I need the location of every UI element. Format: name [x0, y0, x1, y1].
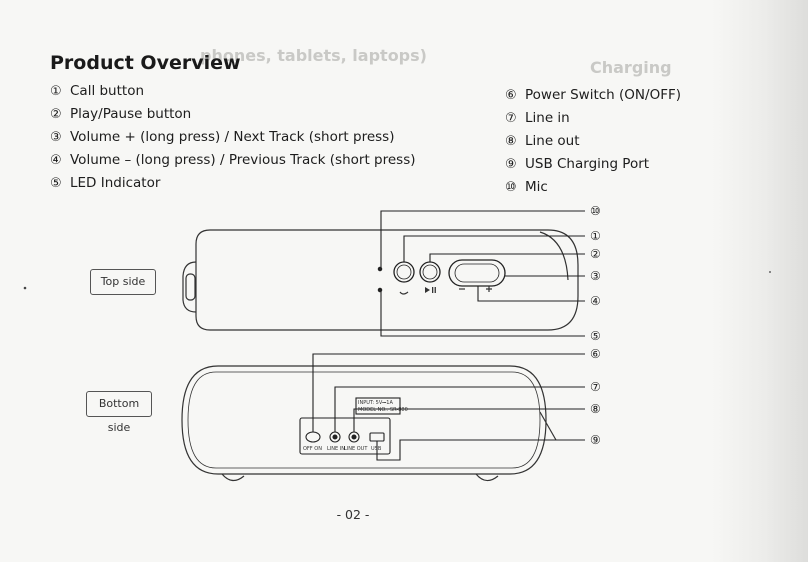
- callout-call: ①: [590, 229, 601, 243]
- callout-volume-minus: ④: [590, 294, 601, 308]
- callout-volume-plus: ③: [590, 269, 601, 283]
- port-label-line-out: LINE OUT: [344, 446, 368, 452]
- callout-line-out: ⑧: [590, 402, 601, 416]
- speaker-top-view: [182, 229, 579, 331]
- top-buttons: [377, 259, 506, 293]
- bottom-leader-lines: [312, 353, 585, 461]
- callout-line-in: ⑦: [590, 380, 601, 394]
- spec-line-input: INPUT: 5V⎓1A: [358, 400, 393, 406]
- phone-icon: [399, 291, 409, 295]
- scan-speck: [23, 286, 27, 290]
- page-binding-shadow: [712, 0, 808, 562]
- button-glyphs: [399, 286, 492, 295]
- top-leader-lines: [380, 210, 585, 337]
- bottom-side-label: Bottom side: [86, 391, 152, 434]
- power-switch: [305, 431, 321, 443]
- bleed-through-subheading: phones, tablets, laptops): [200, 46, 427, 65]
- callout-usb: ⑨: [590, 433, 601, 447]
- callout-led: ⑤: [590, 329, 601, 343]
- port-label-line-in: LINE IN: [327, 446, 345, 452]
- scan-speck: [769, 271, 771, 273]
- play-pause-icon: [425, 287, 436, 293]
- callout-play-pause: ②: [590, 247, 601, 261]
- usb-port: [369, 432, 385, 442]
- page-number: - 02 -: [336, 507, 370, 522]
- port-label-usb: USB: [371, 446, 382, 452]
- top-side-label: Top side: [90, 269, 156, 295]
- plus-icon: [486, 286, 492, 292]
- bleed-through-heading: Charging: [590, 58, 672, 77]
- port-label-power: OFF ON: [303, 446, 322, 452]
- callout-mic: ⑩: [590, 204, 601, 218]
- volume-rocker: [448, 259, 506, 287]
- spec-line-model: MODEL NO.: SR-880: [358, 407, 408, 413]
- callout-power: ⑥: [590, 347, 601, 361]
- page-title: Product Overview: [50, 52, 241, 74]
- speaker-bottom-view: [181, 365, 557, 482]
